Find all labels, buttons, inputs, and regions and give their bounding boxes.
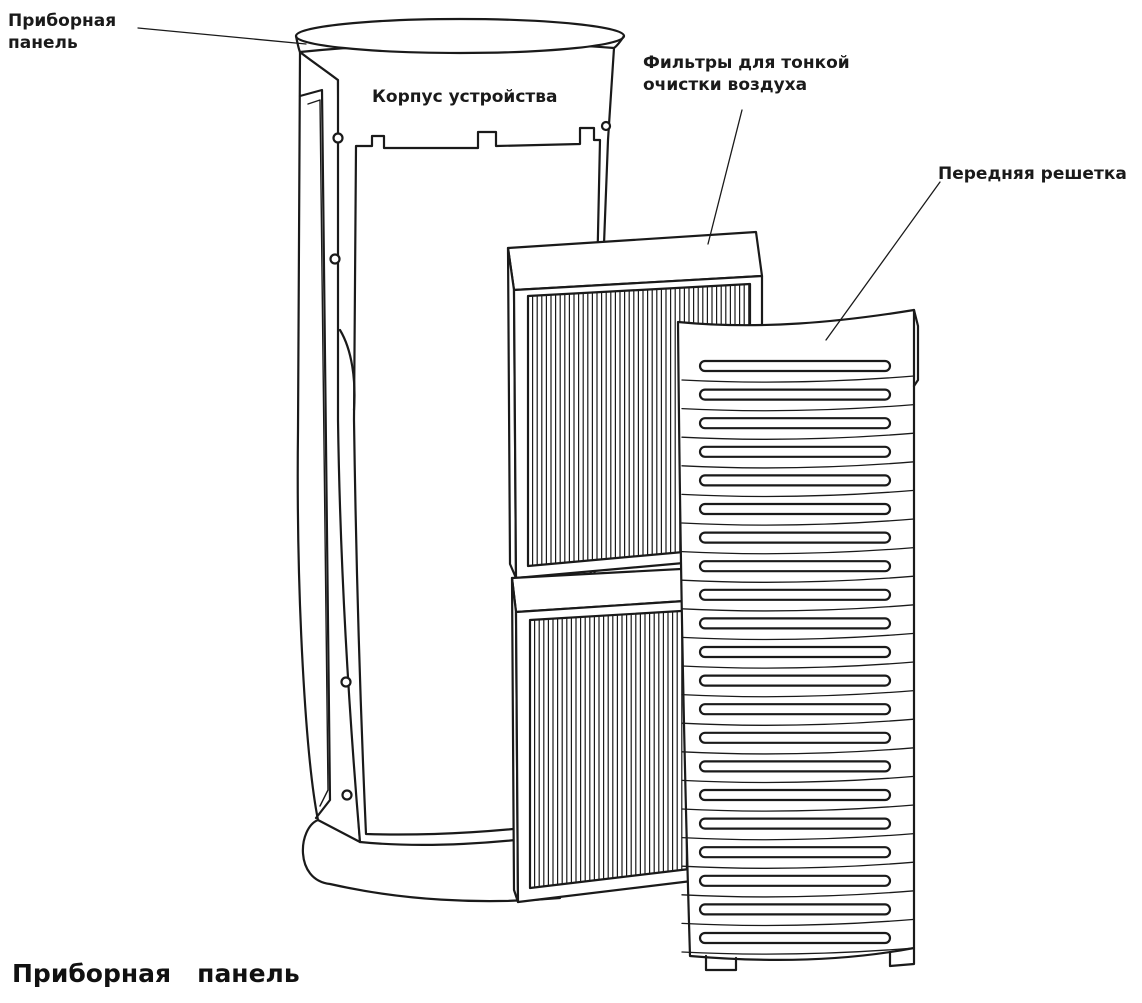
leader-control-panel [137, 27, 307, 45]
label-housing: Корпус устройства [372, 86, 558, 108]
grille-rib [681, 661, 915, 669]
grille-slot [698, 560, 892, 573]
control-panel-disc [294, 17, 626, 55]
label-control-panel-line1: Приборная [8, 11, 117, 31]
label-filters-line2: очистки воздуха [643, 75, 808, 95]
grille-slot [698, 388, 892, 401]
grille-slot [698, 502, 892, 516]
label-control-panel: Приборная панель [8, 10, 116, 54]
grille-slot [698, 903, 892, 916]
screw-hole [341, 789, 353, 801]
grille-rib [681, 403, 915, 412]
grille-slot [698, 645, 892, 659]
filter-lower [510, 566, 702, 904]
grille-slot [698, 359, 892, 373]
grille-slot [698, 760, 892, 773]
grille-rib [681, 775, 915, 784]
grille-rib [681, 604, 915, 612]
grille-slot [698, 731, 892, 744]
leader-lines [137, 27, 941, 341]
grille-rib [681, 947, 915, 955]
label-filters-line1: Фильтры для тонкой [643, 53, 850, 73]
screw-hole [329, 253, 341, 265]
label-front-grille: Передняя решетка [938, 163, 1127, 185]
grille-slot [698, 445, 892, 458]
front-grille [676, 308, 920, 972]
grille-rib [681, 432, 915, 440]
grille-rib [681, 489, 915, 498]
grille-rib [681, 918, 915, 927]
grille-rib [681, 461, 915, 469]
grille-slot [698, 874, 892, 887]
grille-slot [698, 617, 892, 630]
grille-rib [681, 718, 915, 726]
grille-rib [681, 546, 915, 555]
screw-hole [340, 676, 352, 688]
grille-slot [698, 817, 892, 830]
section-heading: Приборная панель [12, 959, 300, 988]
grille-rib [681, 632, 915, 641]
grille-rib [681, 689, 915, 698]
grille-rib [681, 890, 915, 898]
grille-slot [698, 417, 892, 430]
grille-slot [698, 531, 892, 544]
grille-slot [698, 588, 892, 601]
grille-rib [681, 861, 915, 869]
label-front-grille-text: Передняя решетка [938, 164, 1127, 184]
screw-hole [600, 120, 612, 132]
grille-rib [681, 518, 915, 526]
grille-slot [698, 703, 892, 716]
label-filters: Фильтры для тонкой очистки воздуха [643, 52, 850, 96]
leader-front-grille [825, 181, 941, 341]
grille-rib [681, 832, 915, 841]
grille-slot [698, 474, 892, 487]
grille-slot [698, 674, 892, 687]
grille-rib [681, 747, 915, 755]
grille-slot [698, 846, 892, 859]
screw-hole [332, 132, 344, 144]
leader-filters [707, 109, 743, 245]
grille-rib [681, 375, 915, 383]
grille-slot [698, 788, 892, 802]
grille-rib [681, 804, 915, 812]
grille-slot [698, 931, 892, 945]
label-housing-text: Корпус устройства [372, 87, 558, 107]
grille-rib [681, 575, 915, 583]
label-control-panel-line2: панель [8, 33, 78, 53]
